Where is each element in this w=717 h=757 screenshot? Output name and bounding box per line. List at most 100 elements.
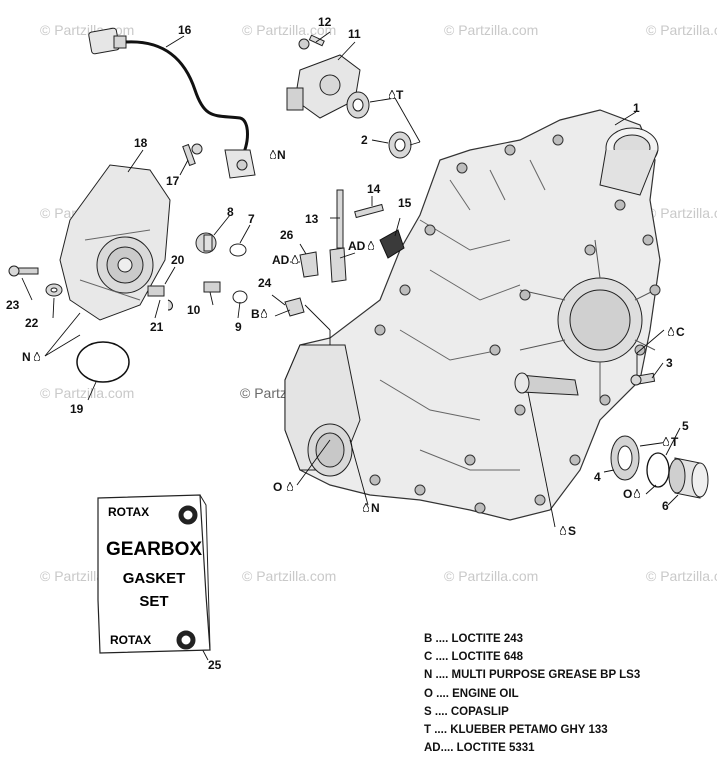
callout-3: 3	[666, 356, 673, 370]
legend-row: S .... COPASLIP	[424, 703, 714, 721]
legend-sep: ....	[436, 687, 449, 700]
watermark: © Partzilla.com	[444, 22, 539, 38]
callout-8: 8	[227, 205, 234, 219]
bolts-washers	[8, 143, 656, 386]
leader-lines	[21, 31, 681, 661]
oil-seals	[346, 91, 412, 159]
legend-sep: ....	[440, 742, 454, 755]
watermark: © Partzilla.com	[444, 568, 539, 584]
drop-icon	[368, 241, 374, 250]
legend-sep: ....	[434, 705, 448, 718]
legend-row: N .... MULTI PURPOSE GREASE BP LS3	[424, 666, 714, 684]
drop-icon	[560, 526, 566, 535]
legend-text: ENGINE OIL	[452, 687, 519, 700]
callout-2: 2	[361, 133, 368, 147]
code-b: B	[251, 307, 260, 321]
callout-18: 18	[134, 136, 148, 150]
drop-icon	[363, 503, 369, 512]
legend-code: C	[424, 651, 433, 664]
callout-22: 22	[25, 316, 39, 330]
callout-23: 23	[6, 298, 20, 312]
o-ring	[76, 341, 130, 383]
callout-15: 15	[398, 196, 412, 210]
callout-10: 10	[187, 303, 201, 317]
legend-row: T .... KLUEBER PETAMO GHY 133	[424, 721, 714, 739]
material-legend: B .... LOCTITE 243 C .... LOCTITE 648 N …	[424, 630, 714, 757]
card-line3: SET	[139, 593, 169, 610]
card-line2: GASKET	[122, 570, 186, 587]
legend-row: O .... ENGINE OIL	[424, 685, 714, 703]
legend-sep: ....	[435, 651, 449, 664]
gearbox-cover	[59, 164, 171, 321]
callout-14: 14	[367, 182, 381, 196]
sensor-harness	[88, 27, 256, 179]
code-c: C	[676, 325, 685, 339]
gearbox-housing	[284, 109, 661, 521]
drop-icon	[663, 437, 669, 446]
callout-13: 13	[305, 212, 319, 226]
card-brand-bottom: ROTAX	[110, 633, 152, 647]
drop-icon	[292, 255, 298, 264]
legend-code: T	[424, 724, 432, 737]
card-line1: GEARBOX	[105, 539, 203, 560]
callout-11: 11	[348, 27, 361, 41]
position-sensor	[286, 34, 361, 119]
gasket-set-card: ROTAX GEARBOX GASKET SET ROTAX	[98, 495, 210, 651]
card-brand-top: ROTAX	[108, 505, 150, 519]
callout-5: 5	[682, 419, 689, 433]
code-o-right: O	[623, 487, 633, 501]
gasket-set-card-shape	[97, 494, 211, 654]
legend-text: COPASLIP	[450, 705, 509, 718]
code-s: S	[568, 524, 577, 538]
code-n-sensor: N	[277, 148, 286, 162]
callout-17: 17	[166, 174, 180, 188]
code-ad-right: AD	[348, 239, 366, 253]
callout-21: 21	[150, 320, 164, 334]
watermark: © Partzilla.com	[242, 22, 337, 38]
drop-icon	[261, 309, 267, 318]
callout-25: 25	[208, 658, 222, 672]
callout-6: 6	[662, 499, 669, 513]
legend-code: N	[424, 669, 433, 682]
drop-icon	[287, 482, 293, 491]
callout-9: 9	[235, 320, 242, 334]
callout-26: 26	[280, 228, 294, 242]
legend-text: LOCTITE 5331	[456, 742, 535, 755]
legend-text: LOCTITE 243	[451, 633, 524, 645]
right-side-parts	[610, 435, 709, 499]
code-ad-left: AD	[272, 253, 290, 267]
legend-row: B .... LOCTITE 243	[424, 630, 714, 648]
legend-sep: ....	[434, 724, 448, 737]
code-n-bottom: N	[371, 501, 380, 515]
drop-icon	[668, 327, 674, 336]
legend-code: B	[424, 633, 433, 645]
watermark: © Partzilla.com	[646, 22, 717, 38]
callout-16: 16	[178, 23, 192, 37]
watermark: © Partzilla.com	[646, 568, 717, 584]
legend-code: S	[424, 705, 432, 718]
callout-24: 24	[258, 276, 272, 290]
callout-20: 20	[171, 253, 185, 267]
legend-sep: ....	[435, 633, 449, 645]
drop-icon	[34, 352, 40, 361]
drop-icon	[270, 150, 276, 159]
legend-text: MULTI PURPOSE GREASE BP LS3	[451, 669, 641, 682]
legend-code: AD	[424, 742, 441, 755]
legend-row: C .... LOCTITE 648	[424, 648, 714, 666]
legend-text: LOCTITE 648	[451, 651, 524, 664]
code-t-top: T	[396, 88, 404, 102]
legend-code: O	[424, 687, 433, 700]
legend-sep: ....	[435, 669, 449, 682]
watermark: © Partzilla.com	[646, 205, 717, 221]
callout-1: 1	[633, 101, 640, 115]
drop-icon	[634, 489, 640, 498]
code-n-cover: N	[22, 350, 31, 364]
watermark: © Partzilla.com	[242, 568, 337, 584]
code-o-left: O	[273, 480, 283, 494]
callout-7: 7	[248, 212, 255, 226]
code-t-right: T	[671, 435, 679, 449]
callout-4: 4	[594, 470, 601, 484]
drop-icon	[389, 90, 395, 99]
legend-text: KLUEBER PETAMO GHY 133	[450, 724, 608, 737]
